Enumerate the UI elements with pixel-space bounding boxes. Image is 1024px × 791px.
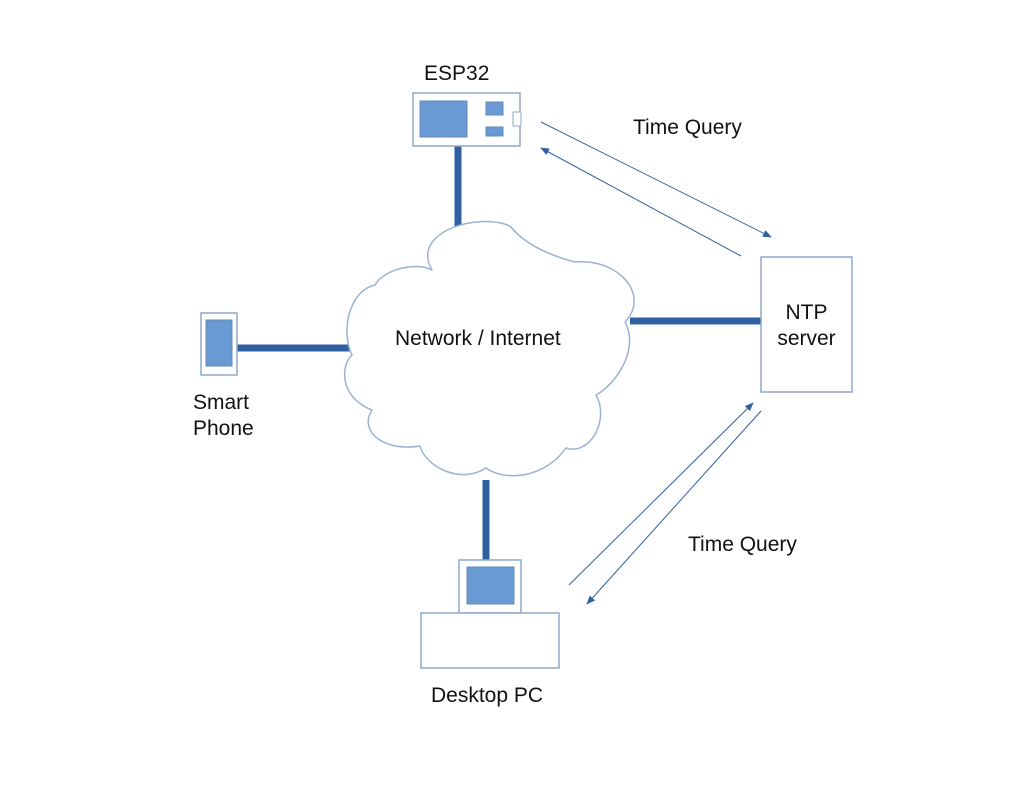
desktop-pc-device bbox=[420, 559, 560, 669]
network-label: Network / Internet bbox=[395, 327, 561, 350]
esp32-time-query-label: Time Query bbox=[633, 116, 742, 139]
esp32-component-bottom bbox=[485, 126, 504, 137]
esp32-time-query-arrows bbox=[540, 121, 772, 257]
desktop-pc-label: Desktop PC bbox=[431, 684, 544, 707]
esp32-query-request-arrow bbox=[540, 121, 772, 238]
desktop-time-query-arrows bbox=[568, 402, 762, 605]
esp32-component-top bbox=[485, 101, 504, 116]
ntp-label-line2: server bbox=[777, 327, 836, 350]
desktop-base-unit bbox=[420, 612, 560, 669]
smartphone-label-line2: Phone bbox=[193, 417, 254, 440]
esp32-device bbox=[412, 92, 522, 147]
esp32-label: ESP32 bbox=[424, 62, 490, 85]
smartphone-label-line1: Smart bbox=[193, 391, 250, 414]
desktop-query-request-arrow bbox=[568, 402, 754, 586]
desktop-monitor-screen bbox=[466, 566, 515, 605]
smartphone-device bbox=[200, 312, 238, 376]
desktop-time-query-label: Time Query bbox=[688, 533, 797, 556]
ntp-server-label: NTP server bbox=[761, 300, 852, 352]
smartphone-screen bbox=[205, 319, 233, 367]
desktop-query-response-arrow bbox=[586, 410, 762, 605]
esp32-query-response-arrow bbox=[540, 147, 742, 257]
ntp-server-box bbox=[760, 256, 853, 393]
smartphone-label: Smart Phone bbox=[193, 390, 254, 442]
esp32-connector bbox=[512, 111, 522, 127]
ntp-label-line1: NTP bbox=[785, 301, 828, 324]
esp32-chip bbox=[419, 100, 468, 138]
network-cloud bbox=[343, 220, 635, 477]
